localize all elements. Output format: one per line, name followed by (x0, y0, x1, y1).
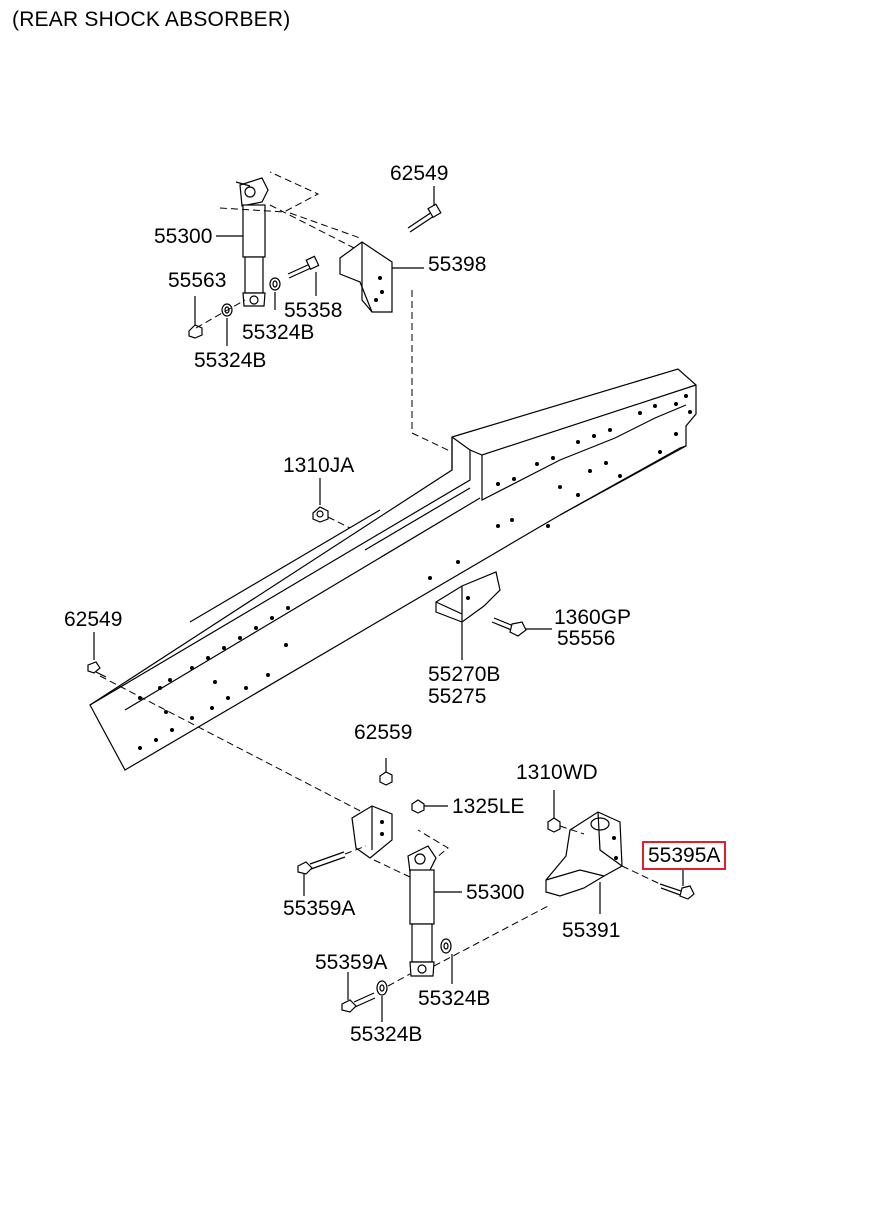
label-55270B: 55270B (428, 663, 501, 686)
nut-55563 (188, 324, 203, 339)
label-62549-left: 62549 (64, 608, 123, 631)
label-55398: 55398 (428, 253, 487, 276)
frame-holes (138, 394, 692, 750)
spring-bracket-55270B (435, 571, 501, 623)
bolt-62549-left (87, 661, 107, 678)
bracket-55391 (545, 811, 623, 897)
nut-1310JA (312, 506, 329, 523)
label-55300-top: 55300 (154, 225, 213, 248)
upper-shock-absorber (235, 177, 269, 307)
label-62549-top: 62549 (390, 162, 449, 185)
upper-bracket-55398 (339, 241, 393, 313)
label-55324B-a: 55324B (242, 321, 315, 344)
label-55395A-highlighted[interactable]: 55395A (642, 841, 727, 870)
label-55556: 55556 (557, 627, 616, 650)
bolt-62549-top (407, 203, 442, 233)
label-62559: 62559 (354, 721, 413, 744)
label-1360GP: 1360GP (554, 606, 632, 629)
lower-shock-absorber (407, 845, 437, 977)
frame-rail (89, 368, 697, 771)
label-55358: 55358 (284, 299, 343, 322)
label-1310WD: 1310WD (516, 761, 598, 784)
bolt-55359A-upper (297, 851, 346, 875)
bolt-55359A-lower (341, 992, 376, 1013)
lower-bracket (351, 805, 393, 859)
bolt-1360GP (491, 617, 527, 637)
bolt-55395A (659, 883, 695, 900)
label-55324B-b: 55324B (194, 349, 267, 372)
label-55563: 55563 (168, 269, 227, 292)
label-55275: 55275 (428, 685, 487, 708)
label-55324B-c: 55324B (418, 987, 491, 1010)
diagram-title: (REAR SHOCK ABSORBER) (12, 8, 291, 31)
label-1325LE: 1325LE (452, 795, 525, 818)
label-55359A-b: 55359A (315, 951, 388, 974)
bolt-55358 (287, 255, 320, 279)
washer-55324B-lower-b (376, 980, 388, 996)
leader-lines (93, 186, 684, 1022)
label-55300-bottom: 55300 (466, 881, 525, 904)
washer-55324B-lower-a (440, 938, 452, 954)
label-55391: 55391 (562, 919, 621, 942)
nut-1310WD (547, 817, 561, 833)
washer-55324B-upper-b (269, 277, 281, 291)
label-55359A-a: 55359A (283, 897, 356, 920)
nut-1325LE (411, 799, 425, 814)
label-55324B-d: 55324B (350, 1023, 423, 1046)
label-1310JA: 1310JA (283, 454, 355, 477)
nut-62559 (379, 771, 393, 786)
